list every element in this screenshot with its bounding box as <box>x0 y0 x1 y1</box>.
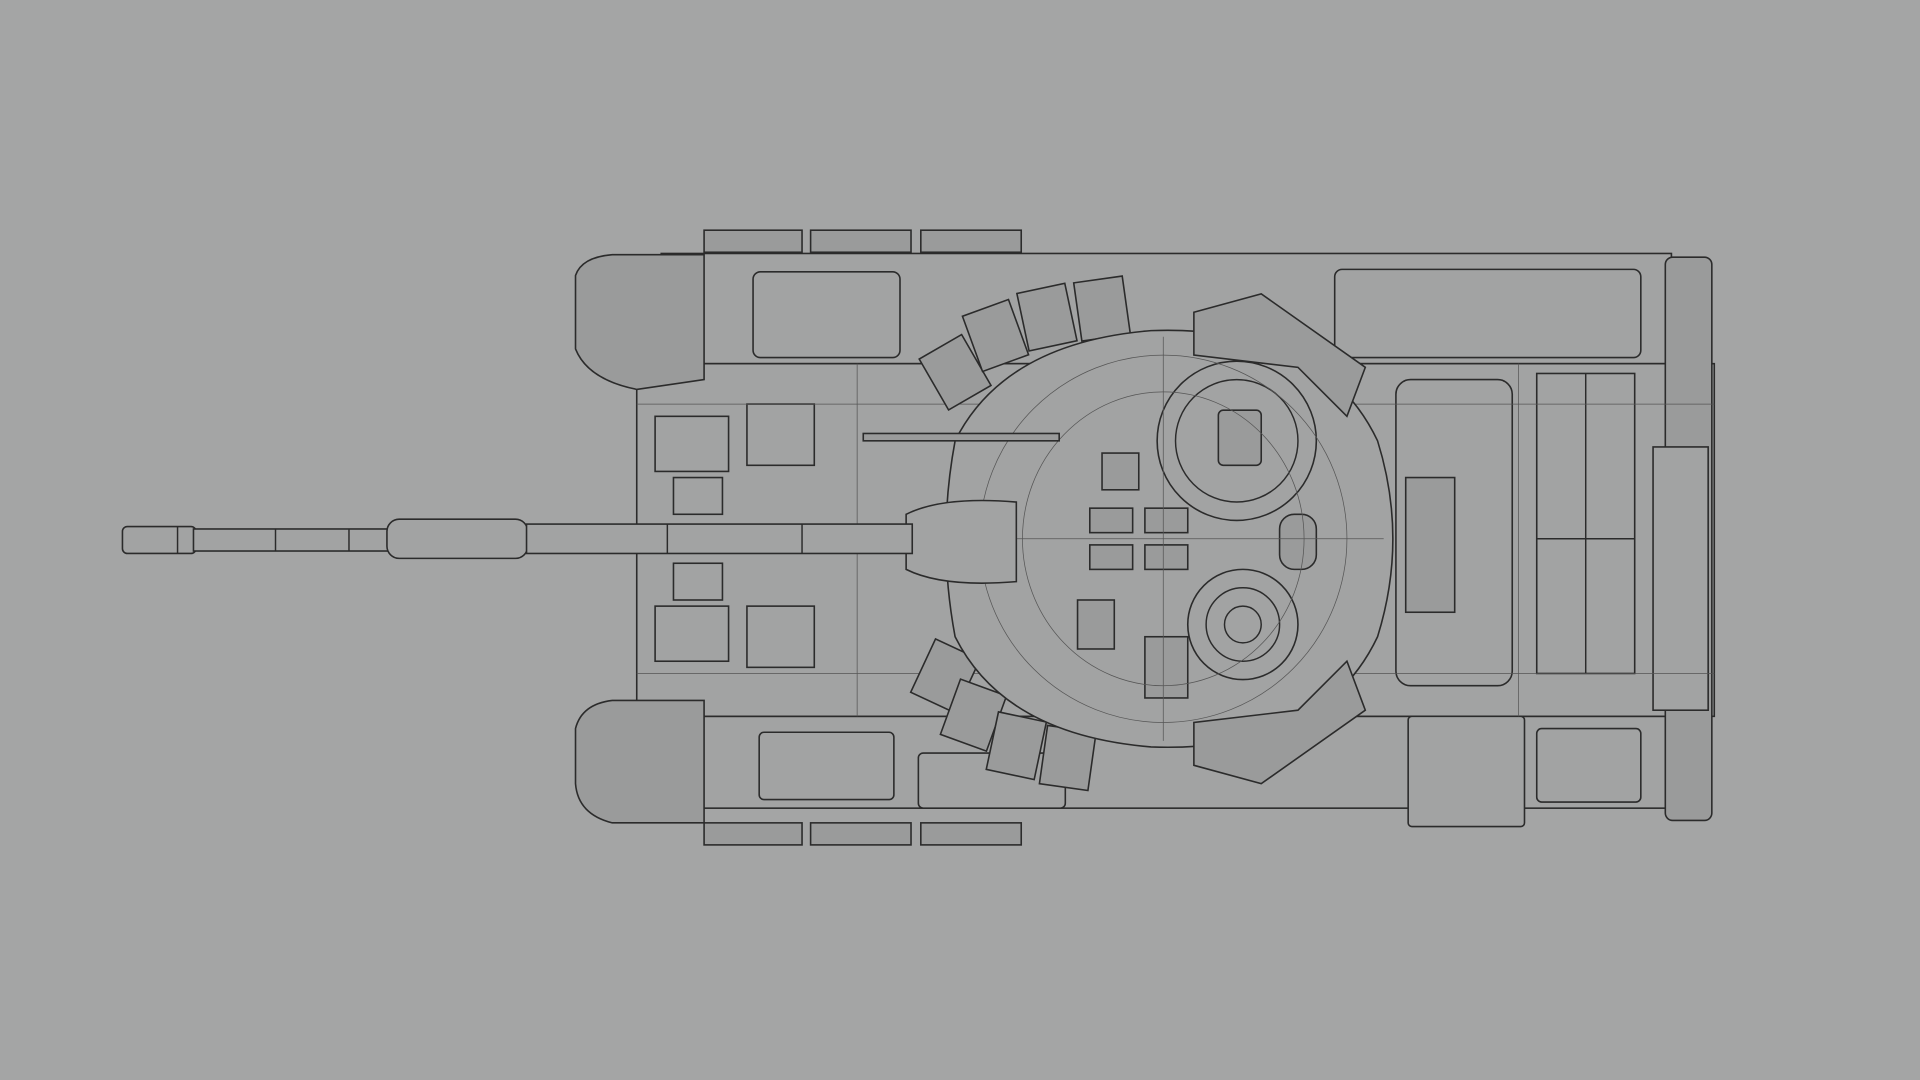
gunner-hatch <box>1186 568 1299 681</box>
main-gun-barrel <box>121 518 914 560</box>
tank-turret <box>862 275 1394 792</box>
